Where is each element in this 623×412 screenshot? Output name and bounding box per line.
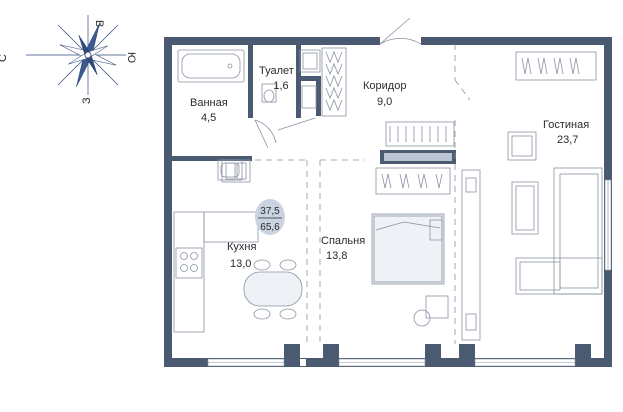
bedroom-area: 13,8 <box>326 250 347 262</box>
windows-bottom <box>207 344 591 367</box>
bedroom-chair-icon <box>413 295 449 327</box>
toilet-area: 1,6 <box>273 80 288 92</box>
living-shelf <box>515 51 597 81</box>
living-area-total: 37,5 <box>260 206 280 217</box>
coffee-table-icon <box>511 181 539 235</box>
toilet-cabinet <box>299 49 321 109</box>
corridor-shelf <box>385 121 455 147</box>
zone-boundaries <box>255 44 471 344</box>
toilet-door <box>277 117 316 131</box>
bath-area: 4,5 <box>201 112 216 124</box>
dining-table-icon <box>243 259 303 320</box>
inner-walls <box>172 44 456 164</box>
corridor-name: Коридор <box>363 80 406 92</box>
area-badge <box>255 199 285 235</box>
living-area: 23,7 <box>557 134 578 146</box>
corridor-wardrobe <box>321 47 347 117</box>
armchair-icon <box>507 131 537 161</box>
compass-label-e: Ю <box>125 52 137 63</box>
bathtub-icon <box>177 49 245 83</box>
total-area: 65,6 <box>260 222 280 233</box>
living-name: Гостиная <box>543 119 589 131</box>
toilet-icon <box>261 83 277 103</box>
toilet-name: Туалет <box>259 65 294 77</box>
window-right <box>604 179 612 271</box>
bed-icon <box>371 213 445 285</box>
compass-label-n: В <box>93 20 105 27</box>
corridor-area: 9,0 <box>377 96 392 108</box>
washer-icon <box>221 159 251 183</box>
kitchen-area: 13,0 <box>230 258 251 270</box>
bathroom-door <box>254 119 277 149</box>
stove-icon <box>175 247 203 279</box>
entrance-door <box>379 17 422 45</box>
bedroom-name: Спальня <box>321 235 365 247</box>
sofa-icon <box>515 167 603 295</box>
bath-name: Ванная <box>190 97 228 109</box>
kitchen-name: Кухня <box>227 241 256 253</box>
compass-icon <box>26 15 126 95</box>
tv-stand-icon <box>461 169 481 341</box>
compass-label-s: З <box>81 97 93 104</box>
kitchen-counter <box>173 211 259 333</box>
compass-label-w: С <box>0 54 9 62</box>
bedroom-wardrobe <box>375 167 451 195</box>
